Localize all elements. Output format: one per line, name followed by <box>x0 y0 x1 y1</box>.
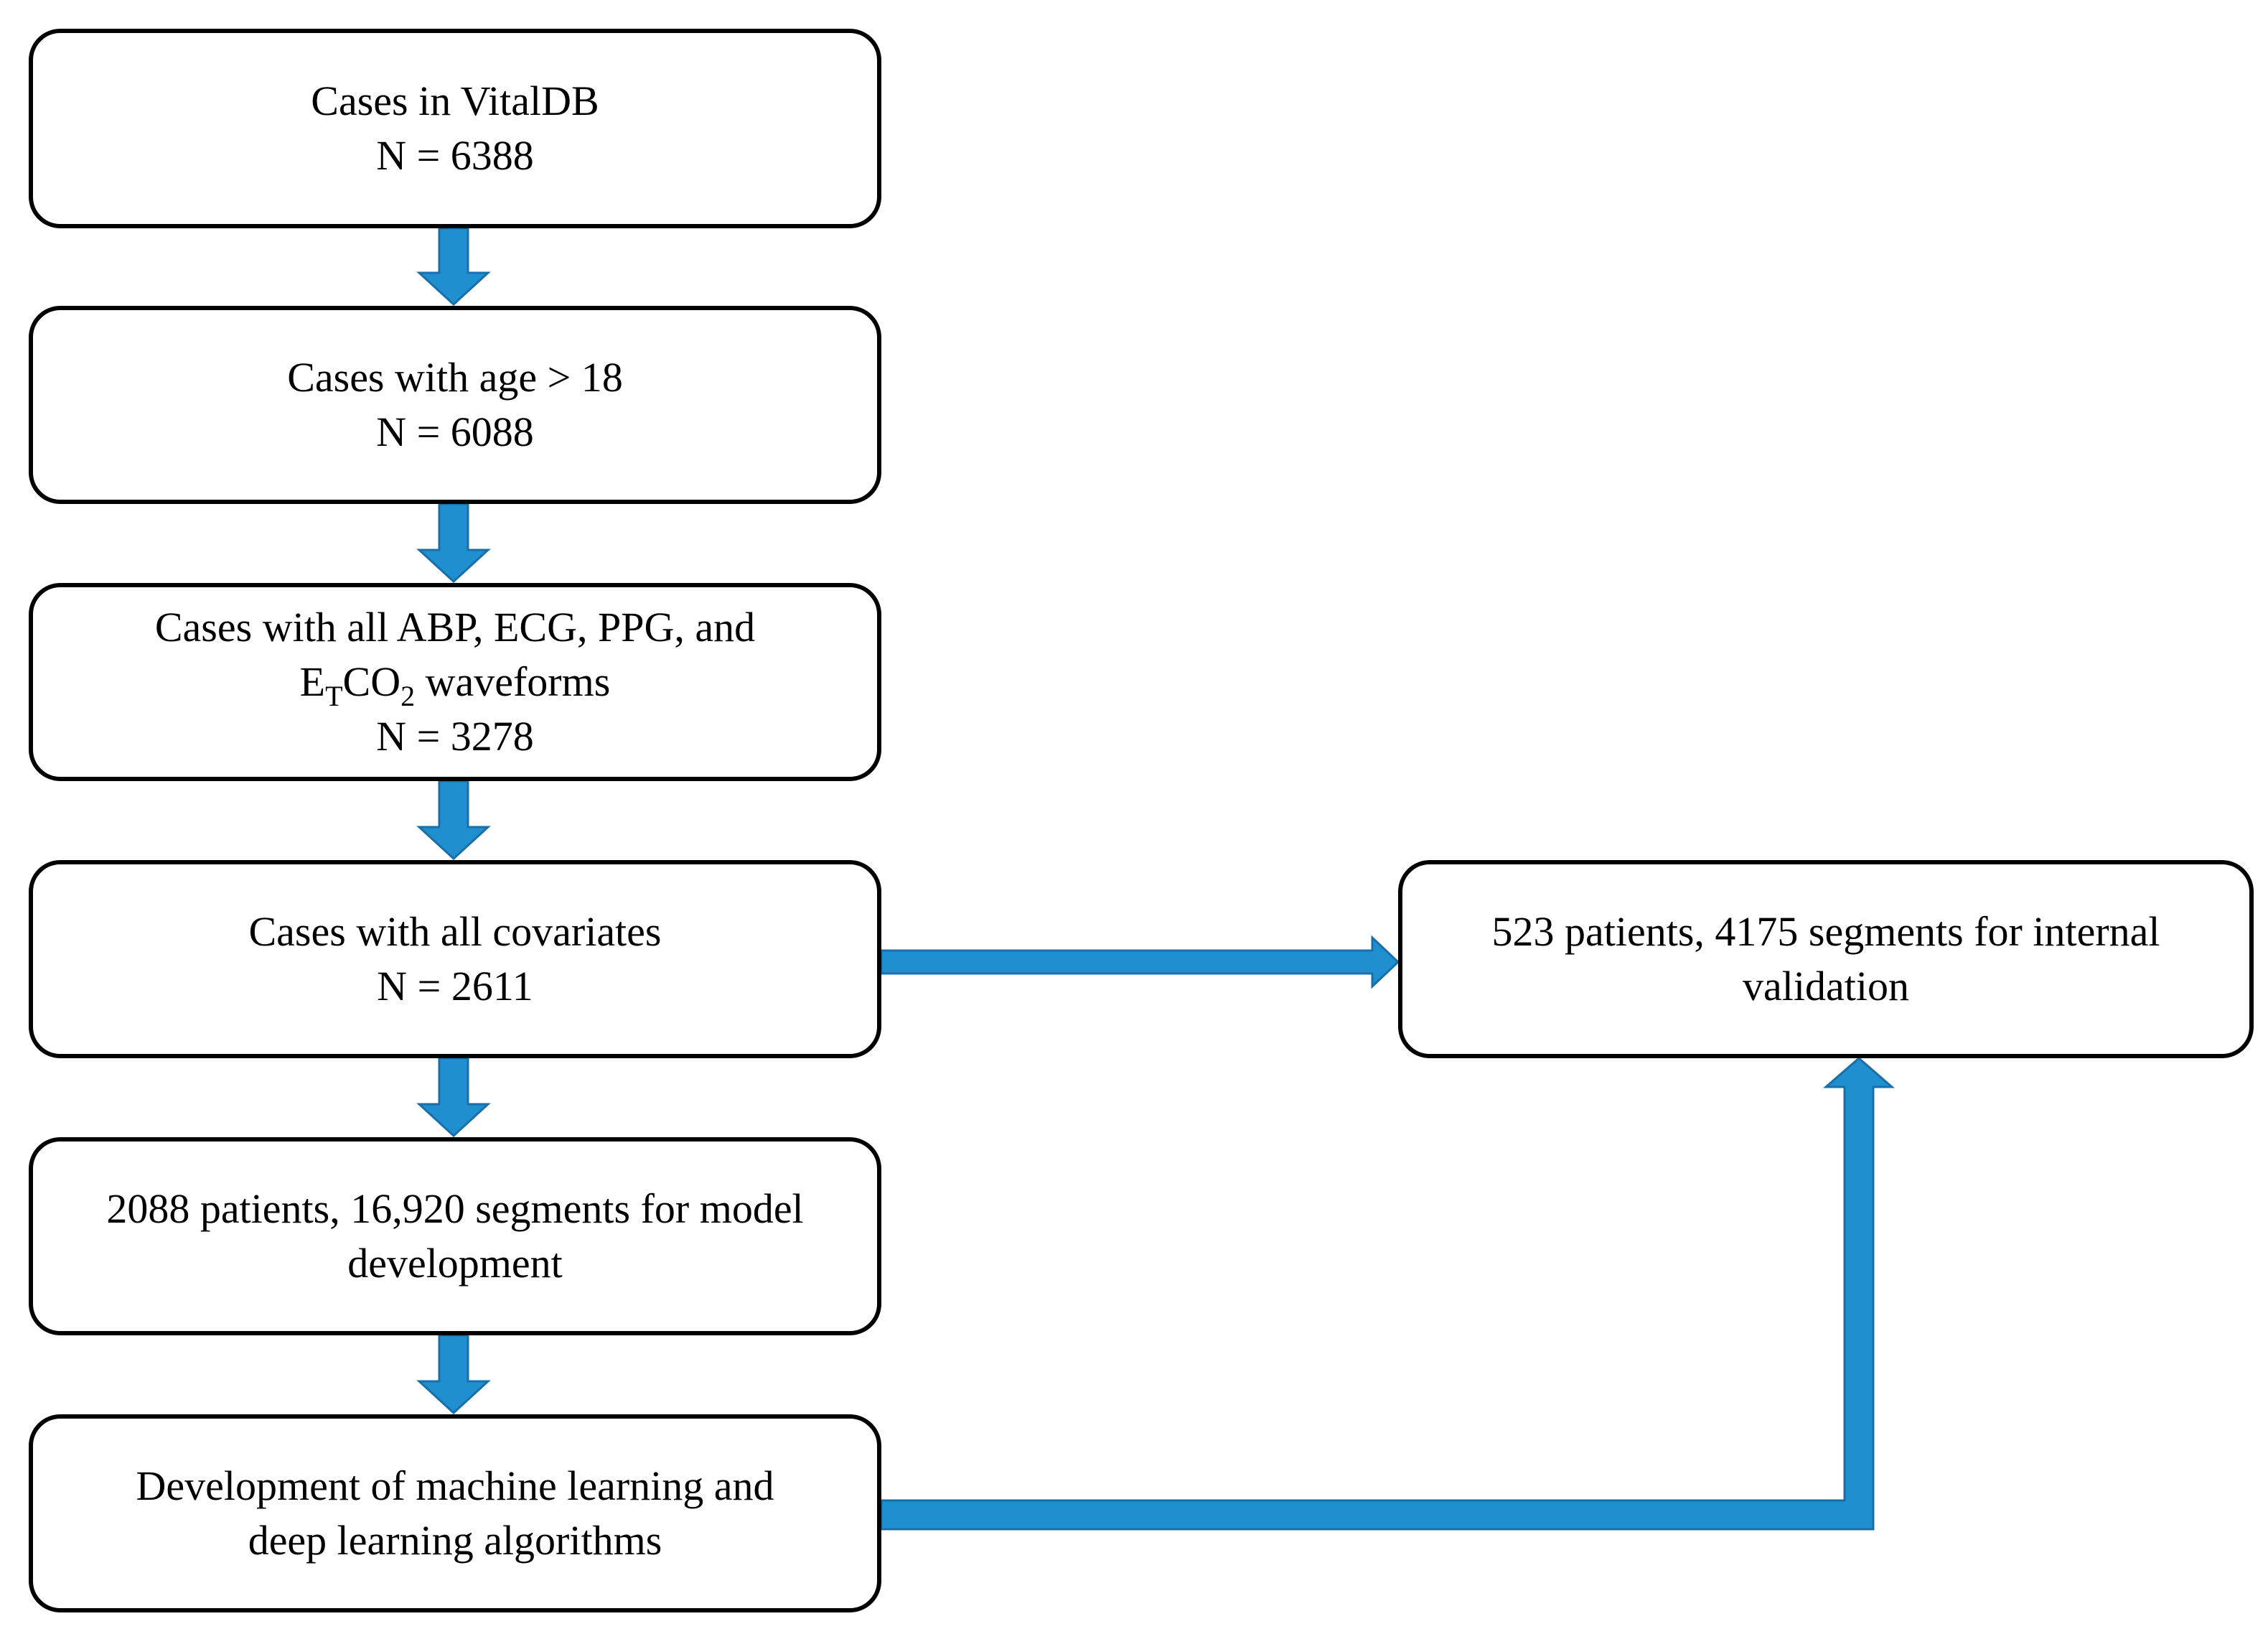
box-cases-waveforms-subtitle: ETCO2 waveforms <box>299 655 611 712</box>
arrow-down-2 <box>416 503 491 584</box>
box-internal-validation-line1: 523 patients, 4175 segments for internal <box>1491 908 2160 955</box>
arrow-elbow-to-validation <box>880 1057 1896 1531</box>
etco2-sub-2: 2 <box>400 680 416 712</box>
box-algorithms-line2: deep learning algorithms <box>248 1517 662 1564</box>
box-cases-age: Cases with age > 18 N = 6088 <box>29 306 881 504</box>
arrow-down-3 <box>416 780 491 861</box>
box-cases-in-vitaldb-title: Cases in VitalDB <box>311 78 599 124</box>
box-algorithms-line1: Development of machine learning and <box>136 1462 774 1509</box>
box-cases-age-title: Cases with age > 18 <box>287 354 623 401</box>
box-cases-in-vitaldb: Cases in VitalDB N = 6388 <box>29 29 881 228</box>
arrow-down-5 <box>416 1334 491 1415</box>
box-cases-covariates: Cases with all covariates N = 2611 <box>29 860 881 1058</box>
box-internal-validation: 523 patients, 4175 segments for internal… <box>1398 860 2254 1058</box>
box-internal-validation-line2: validation <box>1743 963 1909 1009</box>
box-cases-waveforms: Cases with all ABP, ECG, PPG, and ETCO2 … <box>29 583 881 781</box>
etco2-e: E <box>299 658 326 705</box>
box-cases-covariates-title: Cases with all covariates <box>248 908 662 955</box>
box-algorithms: Development of machine learning and deep… <box>29 1414 881 1612</box>
arrow-down-4 <box>416 1057 491 1138</box>
box-cases-covariates-count: N = 2611 <box>377 963 533 1009</box>
box-cases-age-count: N = 6088 <box>376 408 534 455</box>
box-model-development-line1: 2088 patients, 16,920 segments for model <box>106 1185 804 1232</box>
box-model-development-line2: development <box>347 1240 563 1287</box>
etco2-co: CO <box>342 658 401 705</box>
arrow-down-1 <box>416 227 491 307</box>
waveforms-word: waveforms <box>415 658 611 705</box>
etco2-sub-t: T <box>325 680 343 712</box>
box-cases-waveforms-title: Cases with all ABP, ECG, PPG, and <box>154 604 756 650</box>
box-cases-waveforms-count: N = 3278 <box>376 713 534 760</box>
box-model-development: 2088 patients, 16,920 segments for model… <box>29 1137 881 1335</box>
box-cases-in-vitaldb-count: N = 6388 <box>376 132 534 179</box>
arrow-right-to-validation <box>880 935 1400 989</box>
